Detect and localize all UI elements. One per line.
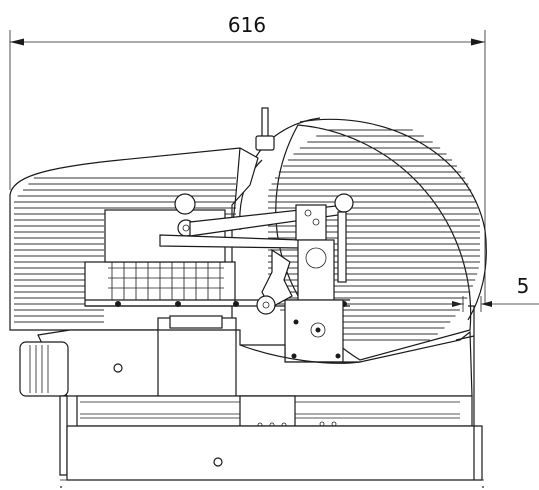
slide-rails [76, 395, 473, 428]
overall-width-dimension: 616 [9, 13, 486, 305]
knob-ribs [29, 345, 49, 393]
right-side-plate [455, 305, 475, 480]
overall-width-label: 616 [228, 13, 266, 37]
sharpener-knob [255, 107, 275, 151]
base-housing [19, 315, 473, 397]
bottom-base [59, 395, 484, 488]
blade-offset-label: 5 [517, 274, 530, 298]
gauge-bracket [256, 204, 344, 363]
